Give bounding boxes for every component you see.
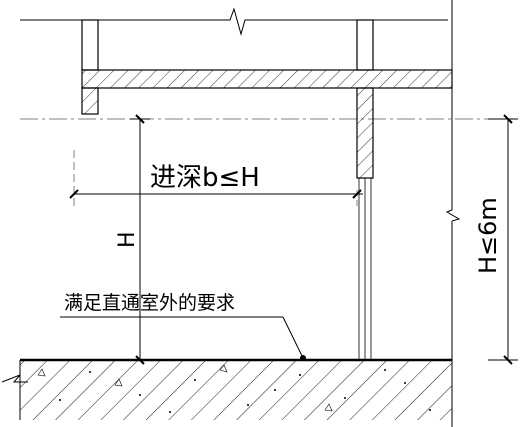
left-column (81, 19, 99, 71)
height-h-label: H (115, 231, 140, 248)
height-limit-label: H≤6m (474, 197, 502, 274)
depth-label: 进深b≤H (150, 163, 260, 193)
ground (1, 358, 452, 420)
ground-fill (20, 360, 452, 420)
top-break-line (20, 7, 448, 36)
requirement-leader (60, 316, 306, 361)
right-column (356, 19, 374, 71)
building-structure (81, 19, 453, 359)
dimension-depth (69, 189, 363, 199)
dimension-h (130, 114, 150, 365)
beam-right (356, 87, 374, 179)
slab-edge-left (81, 87, 99, 115)
requirement-label: 满足直通室外的要求 (64, 292, 235, 314)
floor-slab (81, 69, 453, 89)
dimension-height-limit (488, 114, 518, 365)
